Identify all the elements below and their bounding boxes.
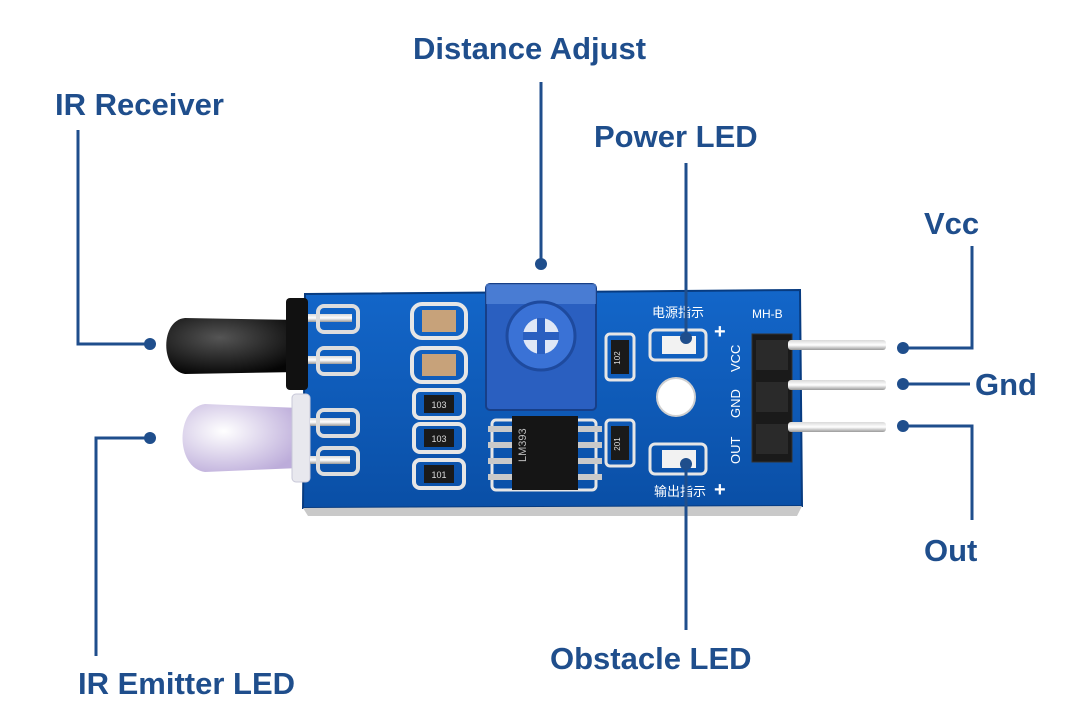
leader-lines <box>76 82 974 656</box>
power-led-silkscreen: 电源指示 <box>652 305 704 320</box>
pin-out-silkscreen: OUT <box>728 437 743 465</box>
smd-right: 102 201 <box>604 332 636 468</box>
label-out: Out <box>924 533 978 568</box>
pin-vcc-silkscreen: VCC <box>728 345 743 372</box>
ir-receiver-component <box>166 298 360 390</box>
label-distance-adjust: Distance Adjust <box>413 31 647 66</box>
chip-marking: LM393 <box>517 428 529 462</box>
leader-ir-receiver <box>76 130 150 346</box>
leader-ir-emitter <box>94 436 150 656</box>
label-obstacle-led: Obstacle LED <box>550 641 752 676</box>
power-led-plus: + <box>714 321 726 343</box>
smd-101: 101 <box>431 470 446 480</box>
output-led-plus: + <box>714 479 726 501</box>
smd-102: 102 <box>613 351 622 365</box>
ic-chip: LM393 <box>488 416 602 492</box>
label-gnd: Gnd <box>975 367 1037 402</box>
smd-components: 103 103 101 <box>410 302 468 490</box>
leader-vcc <box>905 246 974 350</box>
mounting-hole <box>656 377 696 417</box>
smd-201: 201 <box>613 437 622 451</box>
output-led-silkscreen: 输出指示 <box>654 484 706 499</box>
label-ir-emitter-led: IR Emitter LED <box>78 666 296 701</box>
smd-103-b: 103 <box>431 434 446 444</box>
label-ir-receiver: IR Receiver <box>55 87 224 122</box>
ir-emitter-component <box>182 393 360 483</box>
pin-gnd-silkscreen: GND <box>728 389 743 418</box>
label-power-led: Power LED <box>594 119 758 154</box>
pin-header <box>751 333 886 463</box>
smd-103-a: 103 <box>431 400 446 410</box>
label-vcc: Vcc <box>924 206 980 241</box>
potentiometer <box>485 283 597 411</box>
model-silkscreen: MH-B <box>752 307 783 321</box>
leader-out <box>905 424 974 520</box>
leader-dots <box>144 258 909 470</box>
